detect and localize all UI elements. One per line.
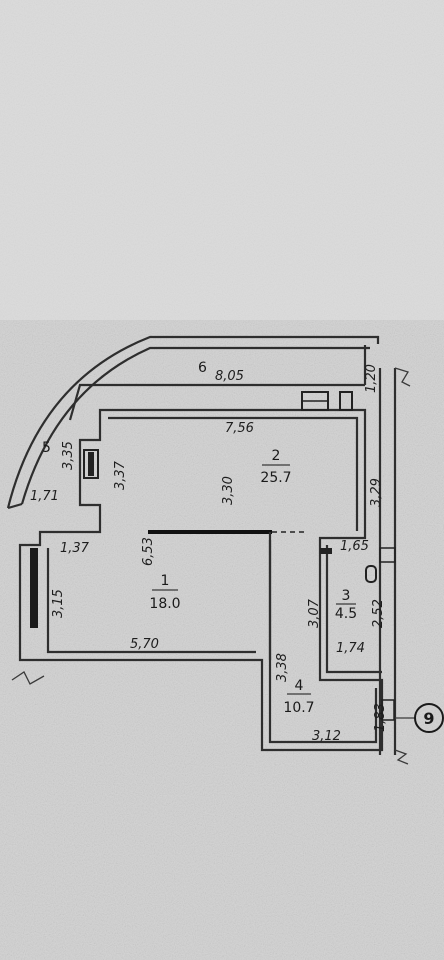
apartment-outer-wall bbox=[18, 408, 384, 752]
room2-number: 2 bbox=[272, 448, 281, 464]
room2-area: 25.7 bbox=[260, 470, 291, 486]
dim-room4-right: 1,83 bbox=[373, 703, 388, 732]
window-room2b bbox=[339, 391, 353, 411]
room1-area: 18.0 bbox=[149, 596, 180, 612]
room2-inner-wall bbox=[108, 416, 359, 531]
room3-wall bbox=[325, 545, 382, 674]
loggia-outer-wall bbox=[6, 335, 380, 509]
loggia-corner bbox=[7, 502, 23, 510]
riser-box-upper bbox=[379, 547, 396, 563]
toilet-icon bbox=[365, 565, 377, 583]
paper-highlight bbox=[0, 0, 444, 320]
window-room1 bbox=[30, 548, 38, 628]
room3-area: 4.5 bbox=[335, 606, 357, 622]
riser-box bbox=[381, 699, 395, 721]
dim-room1-width: 5,70 bbox=[130, 637, 159, 652]
marker-circle bbox=[414, 703, 444, 733]
dim-room4-width: 3,12 bbox=[312, 729, 341, 744]
dim-loggia-length: 8,05 bbox=[215, 369, 244, 384]
room1-inner-wall bbox=[46, 548, 256, 654]
dim-balcony-length: 3,35 bbox=[61, 441, 76, 470]
door-loggia bbox=[83, 449, 99, 479]
dim-balcony-width: 1,71 bbox=[30, 489, 59, 504]
dim-room2-right: 3,29 bbox=[369, 478, 384, 507]
marker-label: 9 bbox=[423, 709, 434, 728]
break-line-left bbox=[11, 671, 45, 685]
room4-area: 10.7 bbox=[283, 700, 314, 716]
room4-number: 4 bbox=[295, 678, 304, 694]
door-loggia-leaf bbox=[88, 452, 94, 476]
dim-room4-left: 3,38 bbox=[275, 653, 290, 682]
room3-number: 3 bbox=[342, 588, 351, 604]
dim-room2-width: 7,56 bbox=[225, 421, 254, 436]
room1-number: 1 bbox=[161, 573, 170, 589]
break-line-top bbox=[394, 367, 411, 387]
loggia-rail bbox=[68, 383, 365, 421]
dim-room1-left: 3,15 bbox=[51, 589, 66, 618]
dim-hall-width: 1,37 bbox=[60, 541, 90, 556]
dim-room3-width: 1,74 bbox=[336, 641, 365, 656]
room3-fixture bbox=[320, 548, 332, 554]
dim-room3-right: 2,52 bbox=[371, 599, 386, 628]
dim-riser-width: 1,20 bbox=[364, 364, 379, 393]
dim-room3-top: 1,65 bbox=[340, 539, 369, 554]
dim-room2-height: 3,30 bbox=[221, 476, 236, 505]
break-line-bottom bbox=[394, 749, 409, 765]
room6-number: 6 bbox=[198, 360, 207, 376]
dim-room1-height-total: 6,53 bbox=[141, 537, 156, 566]
room5-number: 5 bbox=[42, 440, 51, 456]
dim-door-width: 3,37 bbox=[113, 460, 128, 490]
dim-room3-left: 3,07 bbox=[307, 598, 322, 628]
